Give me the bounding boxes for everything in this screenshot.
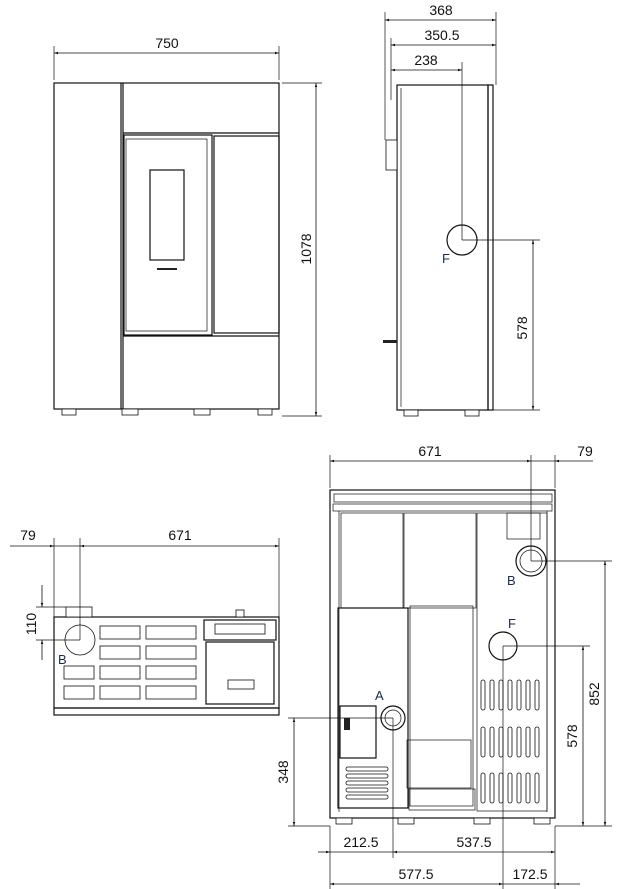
side-view: F 368 350.5 238 578 [383, 2, 540, 417]
svg-text:110: 110 [23, 613, 39, 636]
svg-text:348: 348 [275, 760, 291, 784]
rear-labels [345, 766, 389, 800]
svg-text:368: 368 [429, 2, 453, 18]
svg-text:577.5: 577.5 [398, 866, 433, 882]
svg-text:578: 578 [564, 724, 580, 748]
door-handle [385, 139, 398, 171]
svg-text:79: 79 [577, 443, 593, 459]
door-glass [149, 169, 185, 261]
svg-text:671: 671 [418, 443, 442, 459]
svg-text:238: 238 [414, 52, 438, 68]
svg-text:671: 671 [168, 527, 192, 543]
svg-text:B: B [58, 652, 67, 667]
svg-text:537.5: 537.5 [456, 834, 491, 850]
svg-text:578: 578 [514, 316, 530, 340]
rear-view: B F A 671 79 852 578 348 [275, 443, 612, 889]
feet [335, 817, 551, 825]
svg-text:852: 852 [586, 682, 602, 706]
control-panel [339, 705, 377, 759]
svg-text:B: B [507, 573, 516, 588]
rear-vents [480, 679, 540, 804]
height-label: 1078 [298, 233, 314, 264]
svg-text:F: F [508, 616, 516, 631]
svg-text:172.5: 172.5 [512, 866, 547, 882]
feet [61, 408, 273, 416]
top-view: B 79 671 110 [10, 527, 280, 716]
svg-text:F: F [442, 251, 450, 266]
ventilation-grilles [63, 625, 197, 700]
stove-door [123, 134, 213, 336]
svg-text:79: 79 [20, 527, 36, 543]
width-label: 750 [155, 35, 179, 51]
front-view: 750 1078 [53, 35, 322, 417]
svg-text:350.5: 350.5 [424, 27, 459, 43]
svg-text:A: A [375, 688, 384, 703]
svg-text:212.5: 212.5 [343, 834, 378, 850]
